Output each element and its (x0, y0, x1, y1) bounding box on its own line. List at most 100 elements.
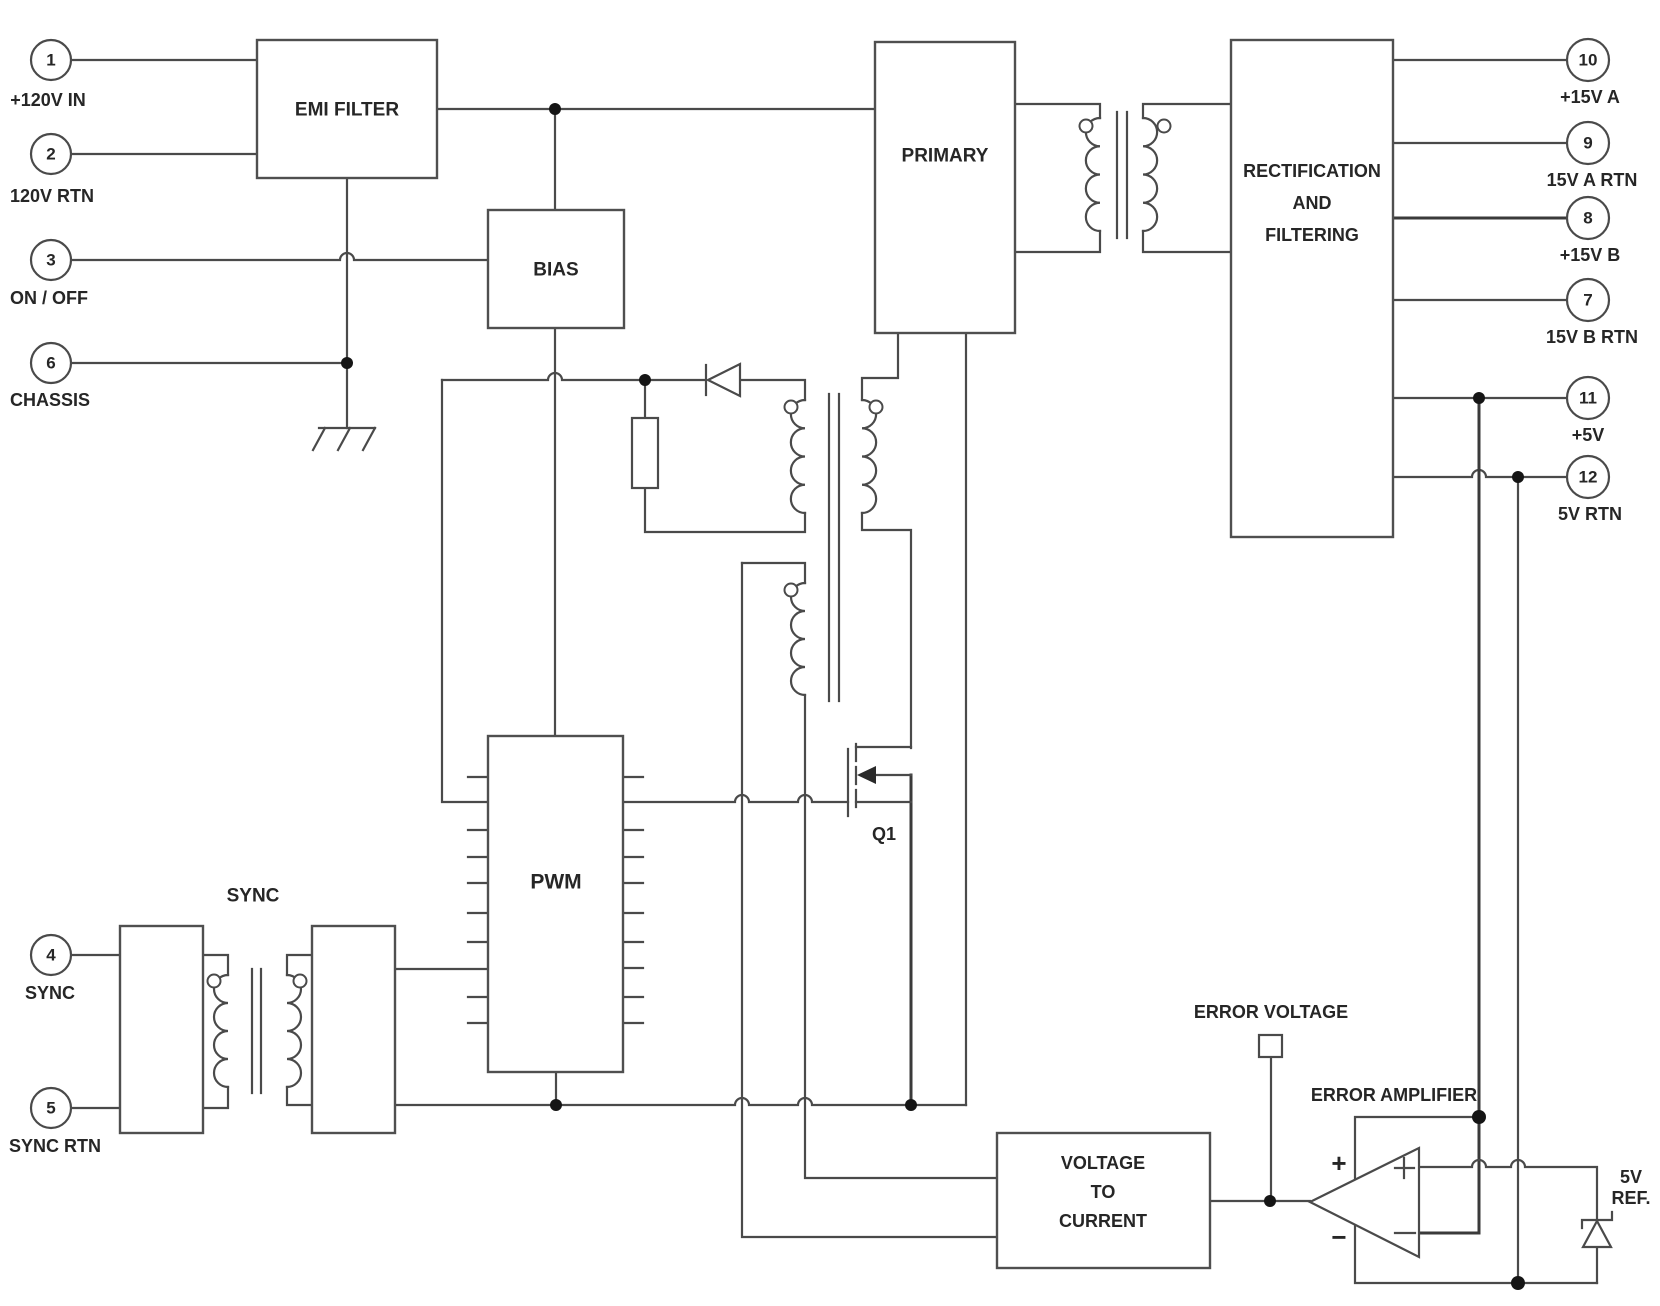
zener-triangle-icon (1581, 1218, 1613, 1249)
terminal-2-label: 120V RTN (10, 186, 94, 206)
terminal-1-number: 1 (46, 51, 55, 70)
terminal-4: 4 SYNC (25, 933, 75, 1003)
wire-feedback-row (440, 371, 708, 382)
wire-gatewinding-lead2 (803, 693, 999, 1180)
wire-syncbox-r-bot (285, 1085, 314, 1107)
wire-syncbox-r-top (285, 953, 314, 977)
junction-dots (341, 103, 1525, 1290)
wire-primary-winding-top (860, 331, 900, 402)
wire-syncbox-l-top (201, 953, 230, 977)
pwm-label: PWM (530, 871, 581, 894)
terminal-8: 8 +15V B (1560, 195, 1621, 265)
block-primary: PRIMARY (873, 40, 1017, 335)
output-transformer (1078, 110, 1172, 240)
minus-sign: − (1331, 1222, 1346, 1252)
terminal-12: 12 5V RTN (1558, 454, 1622, 524)
error-voltage-label: ERROR VOLTAGE (1194, 1002, 1348, 1022)
polarity-dot-icon (783, 399, 799, 415)
terminal-11-number: 11 (1579, 389, 1597, 408)
terminal-3-circle (29, 238, 73, 282)
wire-resistor-winding (643, 486, 807, 534)
terminal-6-number: 6 (46, 354, 55, 373)
mosfet-arrow-icon (857, 766, 876, 784)
terminal-9: 9 15V A RTN (1547, 120, 1638, 190)
error-amplifier: + − ERROR AMPLIFIER (1307, 1085, 1477, 1259)
block-rectification: RECTIFICATION AND FILTERING (1229, 38, 1395, 539)
wire-xfmr-rect-top (1141, 102, 1233, 120)
bias-diode-icon (704, 362, 742, 398)
sync-right-box (310, 924, 397, 1135)
terminal-11-label: +5V (1572, 425, 1605, 445)
terminal-8-circle (1565, 195, 1611, 241)
terminal-10-circle (1565, 37, 1611, 83)
error-voltage-pad (1257, 1033, 1284, 1059)
wire-primary-xfmr-top (1013, 102, 1102, 120)
wire-t3-bias (69, 251, 490, 262)
terminal-10-label: +15V A (1560, 87, 1620, 107)
terminal-2-circle (29, 132, 73, 176)
polarity-dot-icon (868, 399, 884, 415)
wire-left-drop-pwm (440, 378, 490, 804)
terminal-5-circle (29, 1086, 73, 1130)
pwm-pin-stubs (466, 775, 645, 1025)
opamp-plus-input-stub (1393, 1156, 1416, 1180)
chassis-ground-icon (311, 426, 377, 452)
wire-primary-xfmr-bot (1013, 229, 1102, 254)
terminal-10: 10 +15V A (1560, 37, 1620, 107)
sync-transformer: SYNC (118, 886, 397, 1135)
error-amplifier-label: ERROR AMPLIFIER (1311, 1085, 1477, 1105)
main-transformer (740, 392, 884, 703)
wire-syncbox-l-bot (201, 1085, 230, 1110)
terminal-12-circle (1565, 454, 1611, 500)
rectification-label-line1: RECTIFICATION (1243, 161, 1381, 181)
error-voltage-tap: ERROR VOLTAGE (1194, 1002, 1348, 1059)
terminal-7-number: 7 (1583, 291, 1592, 310)
mosfet-label: Q1 (872, 824, 896, 844)
wire-5v-sense-drop (1417, 396, 1481, 1235)
block-voltage-to-current: VOLTAGE TO CURRENT (995, 1131, 1212, 1270)
terminal-10-number: 10 (1579, 51, 1598, 70)
vtc-label-line3: CURRENT (1059, 1211, 1147, 1231)
terminal-12-label: 5V RTN (1558, 504, 1622, 524)
terminal-1: 1 +120V IN (10, 38, 86, 110)
terminal-1-label: +120V IN (10, 90, 86, 110)
terminal-6: 6 CHASSIS (10, 341, 90, 410)
polarity-dot-icon (783, 582, 799, 598)
polarity-dot-icon (1078, 118, 1094, 134)
polarity-dot-icon (292, 973, 308, 989)
wire-diode-winding (738, 378, 807, 402)
terminal-2: 2 120V RTN (10, 132, 94, 206)
vtc-label-line2: TO (1091, 1182, 1116, 1202)
terminal-11-circle (1565, 375, 1611, 421)
bias-resistor (630, 416, 660, 490)
sync-left-box (118, 924, 205, 1135)
wire-gatewinding-lead1 (740, 561, 999, 1239)
terminal-9-circle (1565, 120, 1611, 166)
wire-plus-input-vref (1417, 1158, 1599, 1222)
primary-label: PRIMARY (902, 146, 989, 167)
wire-pwm-gate (621, 793, 850, 804)
wire-bottom-rail (393, 1096, 968, 1107)
block-emi-filter: EMI FILTER (255, 38, 439, 180)
bias-label: BIAS (533, 260, 578, 281)
block-pwm: PWM (486, 734, 625, 1074)
polarity-dot-icon (1156, 118, 1172, 134)
terminal-4-number: 4 (46, 946, 56, 965)
terminal-6-circle (29, 341, 73, 385)
rectification-label-line2: AND (1293, 193, 1332, 213)
terminal-9-label: 15V A RTN (1547, 170, 1638, 190)
terminal-8-number: 8 (1583, 209, 1592, 228)
vref-label-line2: REF. (1611, 1188, 1650, 1208)
vtc-label-line1: VOLTAGE (1061, 1153, 1145, 1173)
plus-sign: + (1331, 1148, 1346, 1178)
terminal-7-circle (1565, 277, 1611, 323)
mosfet-q1: Q1 (846, 742, 913, 844)
wire-winding-drain (860, 511, 913, 750)
terminal-8-label: +15V B (1560, 245, 1621, 265)
block-bias: BIAS (486, 208, 626, 330)
wires (69, 58, 1599, 1285)
terminal-2-number: 2 (46, 145, 55, 164)
terminal-5-number: 5 (46, 1099, 55, 1118)
terminal-11: 11 +5V (1565, 375, 1611, 445)
